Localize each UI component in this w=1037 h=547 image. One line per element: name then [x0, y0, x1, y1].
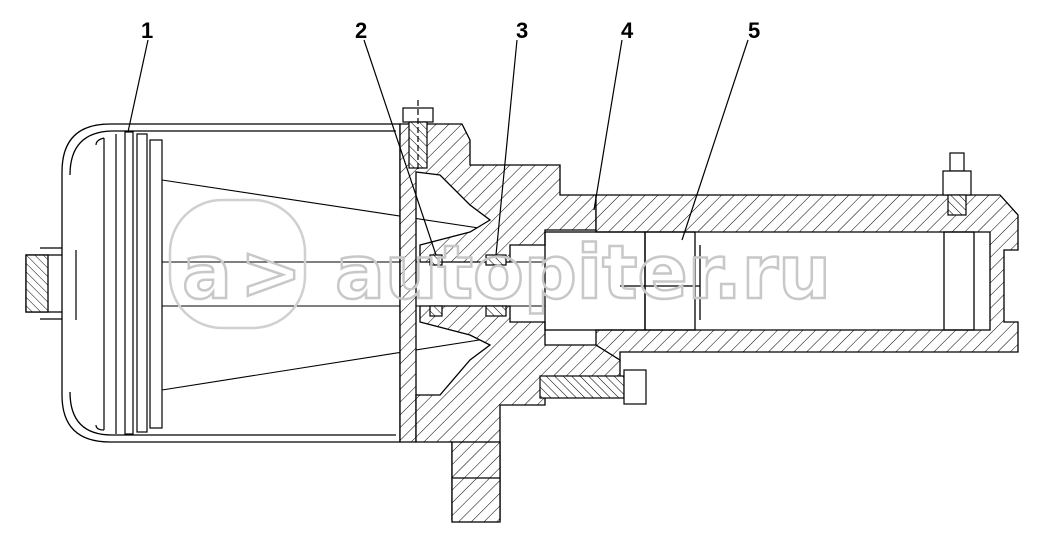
svg-text:a: a [182, 230, 232, 316]
top-bolt [402, 100, 434, 170]
callout-1: 1 [141, 18, 153, 43]
leader-lines [127, 39, 749, 256]
leader-2 [363, 39, 437, 256]
diaphragm-plates [75, 131, 163, 435]
leader-3 [495, 39, 518, 256]
svg-text:>: > [240, 230, 302, 316]
watermark: a > autopiter.ru [168, 198, 832, 330]
leader-4 [593, 39, 623, 211]
central-body [399, 123, 621, 523]
callout-2: 2 [355, 18, 367, 43]
callout-5: 5 [748, 18, 760, 43]
diaphragm-housing [25, 123, 401, 443]
watermark-text: autopiter.ru [335, 230, 831, 316]
output-cylinder [544, 194, 1019, 362]
leader-1 [127, 39, 149, 133]
leader-5 [681, 39, 749, 241]
bleed-nipple [942, 152, 972, 216]
seals [429, 254, 507, 317]
callout-labels: 1 2 3 4 5 [141, 18, 760, 43]
callout-3: 3 [516, 18, 528, 43]
lower-bolt [539, 369, 647, 405]
callout-4: 4 [621, 18, 634, 43]
